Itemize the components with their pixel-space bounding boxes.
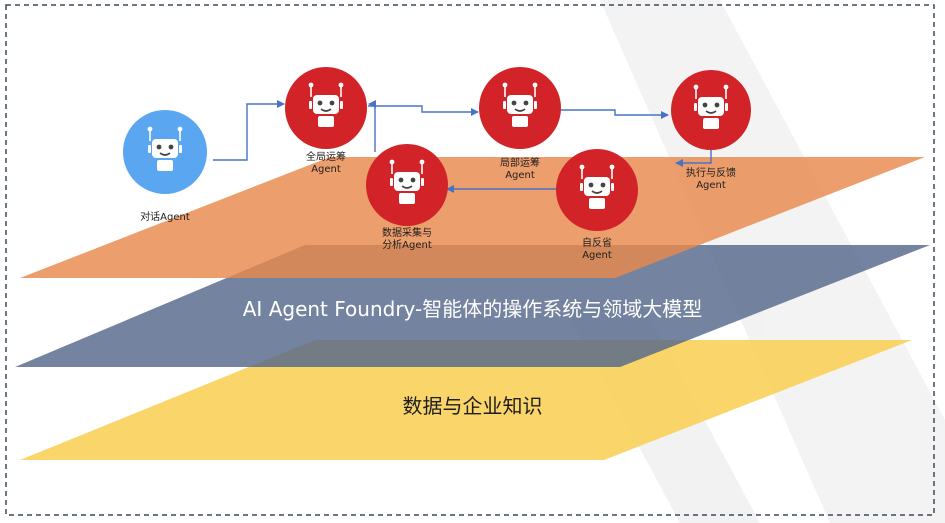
- label-execution-feedback: 执行与反馈 Agent: [671, 168, 751, 192]
- agent-local-planning: [479, 67, 561, 149]
- arrow-dialog-to-global: [213, 100, 285, 161]
- label-global-planning: 全局运筹 Agent: [286, 152, 366, 176]
- arrow-global-to-local: [368, 105, 479, 116]
- arrow-exec-to-selfreflect: [675, 150, 712, 167]
- label-local-line2: Agent: [505, 170, 535, 181]
- agent-global-planning: [285, 67, 367, 149]
- label-dialog: 对话Agent: [125, 212, 205, 224]
- label-local-line1: 局部运筹: [500, 158, 540, 169]
- dashed-frame: [5, 4, 935, 516]
- label-dialog-line1: 对话Agent: [140, 212, 190, 223]
- arrow-local-to-exec: [560, 109, 669, 119]
- label-data-line1: 数据采集与: [382, 228, 432, 239]
- knowledge-layer-title: 数据与企业知识: [402, 394, 543, 418]
- label-self-line2: Agent: [582, 250, 612, 261]
- agent-execution-feedback: [671, 70, 751, 150]
- label-global-line2: Agent: [311, 164, 341, 175]
- label-data-collection: 数据采集与 分析Agent: [364, 228, 450, 252]
- label-self-reflection: 自反省 Agent: [557, 238, 637, 262]
- agent-layer: [20, 157, 925, 278]
- label-data-line2: 分析Agent: [382, 240, 432, 251]
- agent-self-reflection: [556, 149, 638, 231]
- knowledge-layer: [20, 340, 912, 460]
- connectors: [213, 100, 712, 193]
- label-exec-line1: 执行与反馈: [686, 168, 736, 179]
- agent-data-collection: [366, 144, 448, 226]
- label-self-line1: 自反省: [582, 238, 612, 249]
- foundry-layer-title: AI Agent Foundry-智能体的操作系统与领域大模型: [242, 297, 703, 321]
- agent-dialog: [123, 110, 207, 194]
- arrow-data-to-global: [368, 100, 376, 152]
- label-global-line1: 全局运筹: [306, 152, 346, 163]
- label-exec-line2: Agent: [696, 180, 726, 191]
- label-local-planning: 局部运筹 Agent: [480, 158, 560, 182]
